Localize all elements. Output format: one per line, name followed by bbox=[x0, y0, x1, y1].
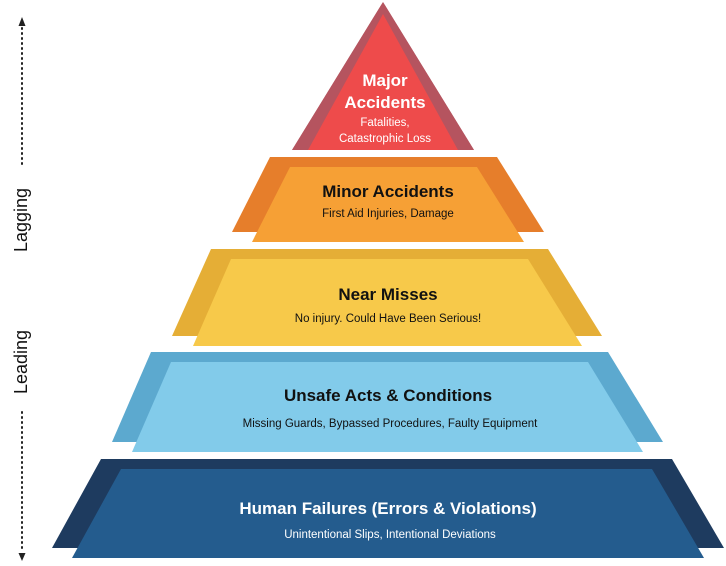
level-near-face bbox=[193, 259, 582, 346]
level-major-subtitle-2: Catastrophic Loss bbox=[339, 133, 431, 145]
level-near-title: Near Misses bbox=[338, 285, 437, 304]
level-major-face bbox=[308, 14, 458, 150]
level-minor-title: Minor Accidents bbox=[322, 182, 454, 201]
level-human-subtitle: Unintentional Slips, Intentional Deviati… bbox=[284, 529, 496, 541]
level-unsafe-face bbox=[132, 362, 643, 452]
axis-arrow-up-icon bbox=[18, 17, 26, 26]
level-human-face bbox=[72, 469, 704, 558]
level-minor-face bbox=[252, 167, 524, 242]
level-human-title: Human Failures (Errors & Violations) bbox=[239, 499, 536, 518]
level-major-accidents: Major Accidents Fatalities, Catastrophic… bbox=[292, 2, 474, 150]
axis-label-leading: Leading bbox=[11, 330, 31, 394]
level-near-misses: Near Misses No injury. Could Have Been S… bbox=[172, 249, 602, 346]
axis-arrow-down-icon bbox=[18, 553, 26, 561]
level-near-subtitle: No injury. Could Have Been Serious! bbox=[295, 313, 481, 325]
level-minor-subtitle: First Aid Injuries, Damage bbox=[322, 208, 454, 220]
level-human-failures: Human Failures (Errors & Violations) Uni… bbox=[52, 459, 724, 558]
level-minor-accidents: Minor Accidents First Aid Injuries, Dama… bbox=[232, 157, 544, 242]
level-unsafe-acts: Unsafe Acts & Conditions Missing Guards,… bbox=[112, 352, 663, 452]
level-major-title-1: Major bbox=[362, 71, 408, 90]
axis: Lagging Leading bbox=[11, 17, 31, 561]
axis-label-lagging: Lagging bbox=[11, 188, 31, 252]
level-major-title-2: Accidents bbox=[344, 93, 425, 112]
level-unsafe-subtitle: Missing Guards, Bypassed Procedures, Fau… bbox=[243, 418, 538, 430]
level-unsafe-title: Unsafe Acts & Conditions bbox=[284, 386, 492, 405]
level-major-subtitle-1: Fatalities, bbox=[360, 117, 409, 129]
